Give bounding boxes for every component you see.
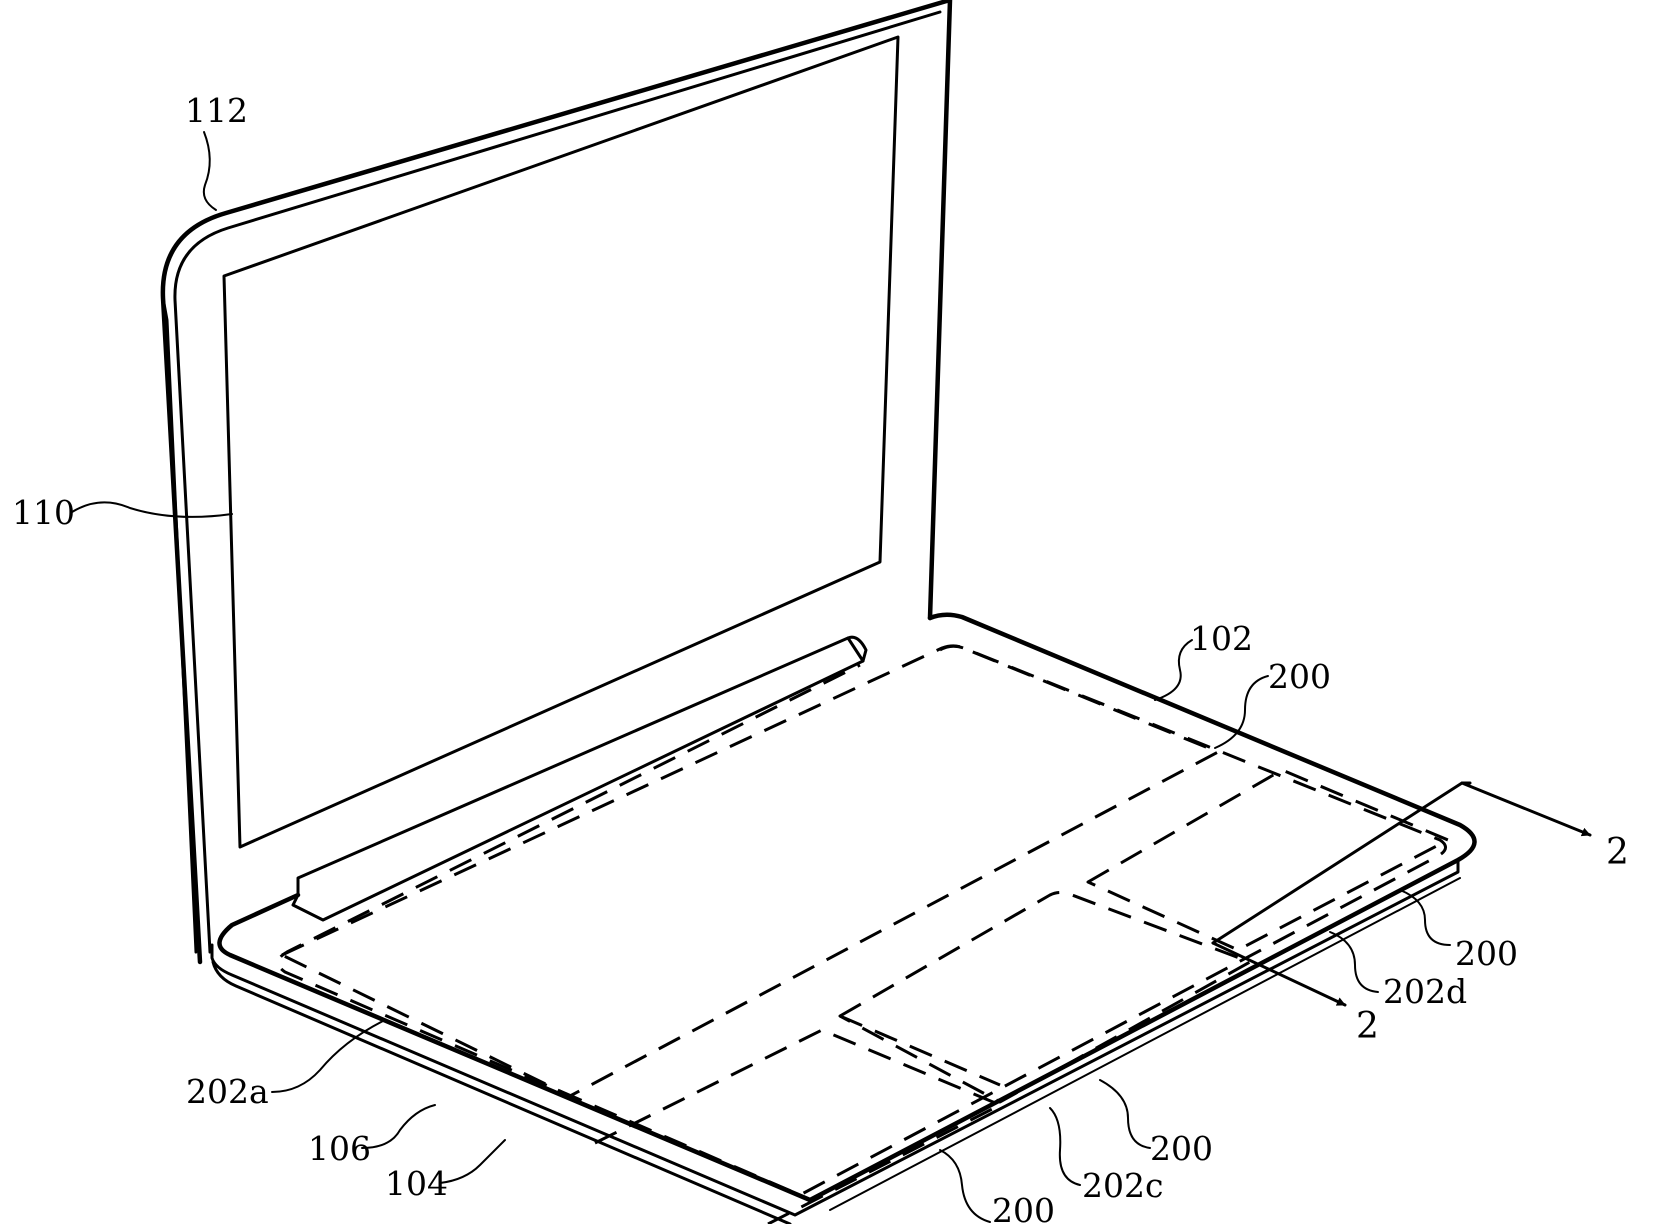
leader-104 [439, 1139, 506, 1184]
hinge [291, 636, 865, 922]
label-202d: 202d [1383, 972, 1467, 1011]
leader-106 [361, 1104, 436, 1149]
leader-200-right [1399, 889, 1451, 946]
lid-inner-edge [173, 10, 942, 954]
region-front [594, 1028, 1002, 1224]
leader-102 [1154, 639, 1193, 701]
base-edge-layer-2 [211, 960, 792, 1224]
label-202a: 202a [186, 1072, 269, 1111]
leader-202c [1049, 1107, 1081, 1186]
region-202a [280, 644, 1220, 1098]
section-arrow-upper [1460, 781, 1592, 837]
section-line [1211, 781, 1592, 1007]
lid [160, 0, 953, 965]
label-200-middle: 200 [1150, 1129, 1213, 1168]
base [210, 612, 1477, 1224]
label-202c: 202c [1082, 1166, 1163, 1205]
section-label-upper: 2 [1606, 832, 1629, 873]
label-110: 110 [12, 493, 75, 532]
base-edge-layer-3 [829, 877, 1461, 1211]
label-102: 102 [1190, 619, 1253, 658]
label-104: 104 [385, 1164, 448, 1203]
section-label-lower: 2 [1356, 1006, 1379, 1047]
region-202d [1086, 768, 1450, 952]
leader-112 [202, 131, 217, 211]
region-outer-boundary [276, 644, 1447, 1197]
reference-labels: 112 110 102 200 200 202d 200 202c 200 20… [12, 91, 1629, 1224]
leader-200-middle [1099, 1079, 1151, 1149]
label-200-right: 200 [1455, 934, 1518, 973]
lid-side-edge [161, 296, 198, 954]
label-106: 106 [308, 1129, 371, 1168]
leader-200-front [939, 1149, 991, 1223]
section-arrow-lower [1211, 941, 1347, 1007]
hinge-end [846, 635, 868, 663]
leader-202d [1329, 931, 1379, 993]
leader-110 [71, 501, 233, 518]
region-202c [838, 891, 1252, 1104]
leader-200-upper [1214, 675, 1269, 749]
base-top-surface [217, 612, 1477, 1203]
label-200-upper: 200 [1268, 657, 1331, 696]
leader-lines [71, 131, 1451, 1223]
label-112: 112 [185, 91, 248, 130]
leader-202a [271, 1019, 386, 1093]
label-200-front: 200 [992, 1191, 1055, 1224]
region-front-inner [839, 1014, 1001, 1087]
input-regions [276, 644, 1450, 1224]
display-screen [222, 35, 900, 849]
base-edge-layer-1 [210, 858, 1460, 1217]
lid-outer-edge [160, 0, 953, 965]
